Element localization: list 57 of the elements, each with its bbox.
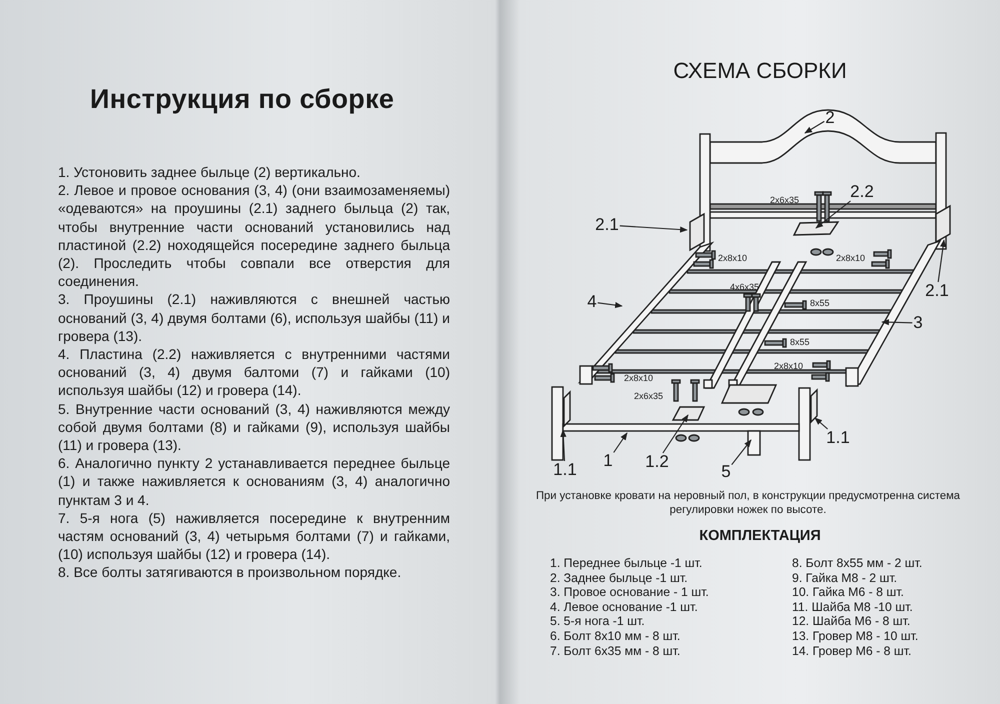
- parts-list-item: 11. Шайба М8 -10 шт.: [792, 600, 914, 614]
- bolt-size-label: 2x6x35: [770, 195, 800, 205]
- instruction-step: 7. 5-я нога (5) наживляется посередине к внутренним частям оснований (3, 4) четырьмя болтами (7) и гайками, (10) используя шайбы (12) и гровера (14).: [58, 508, 450, 564]
- leader-line: [731, 439, 752, 466]
- instruction-step: 6. Аналогично пункту 2 устанавливается переднее быльце (1) и также наживляется к основаниям (3, 4) аналогично пунктам 3 и 4.: [58, 454, 450, 509]
- parts-list-item: 1. Переднее быльце -1 шт.: [550, 556, 704, 571]
- callout-number: 1.2: [644, 453, 670, 471]
- parts-list-item: 13. Гровер М8 - 10 шт.: [792, 628, 920, 644]
- leader-line: [560, 429, 566, 462]
- parts-list-item: 7. Болт 6x35 мм - 8 шт.: [550, 644, 682, 658]
- leader-line: [662, 414, 688, 454]
- instruction-step: 3. Проушины (2.1) наживляются с внешней частью оснований (3, 4) двумя болтами (6), используя шайбы (11) и гровера (13).: [58, 290, 450, 346]
- bolt-size-label: 8x55: [810, 298, 830, 308]
- callout-number: 2.2: [849, 183, 875, 201]
- callout-number: 5: [720, 463, 732, 481]
- instruction-step: 4. Пластина (2.2) наживляется с внутренними частями оснований (3, 4) двумя балтоми (7) и гайками (10) используя шайбы (12) и гровера (14).: [58, 345, 450, 400]
- bolt-size-label: 4x6x35: [730, 282, 760, 292]
- bolt-size-label: 2x8x10: [718, 253, 748, 263]
- parts-list-item: 9. Гайка М8 - 2 шт.: [792, 570, 898, 586]
- leader-line: [815, 200, 851, 228]
- note-text: При установке кровати на неровный пол, в конструкции предусмотренна система регулировки ножек по высоте.: [535, 489, 961, 517]
- parts-list-item: 2. Заднее быльце -1 шт.: [550, 570, 689, 586]
- leader-line: [598, 302, 623, 308]
- leader-line: [804, 120, 825, 134]
- bolt-size-label: 8x55: [790, 337, 810, 347]
- parts-list-item: 5. 5-я нога -1 шт.: [550, 614, 646, 629]
- callout-number: 4: [586, 293, 598, 311]
- parts-list-item: 10. Гайка М6 - 8 шт.: [792, 585, 905, 600]
- callout-number: 2.1: [594, 216, 620, 234]
- bolt-size-label: 2x6x35: [634, 391, 664, 401]
- leader-line: [814, 418, 828, 430]
- bolt-size-label: 2x8x10: [624, 373, 654, 383]
- leader-line: [620, 225, 688, 233]
- callout-number: 1.1: [825, 429, 851, 447]
- leader-line: [613, 432, 628, 453]
- callout-number: 1: [602, 452, 614, 470]
- parts-list-item: 14. Гровер М6 - 8 шт.: [792, 644, 912, 658]
- parts-list-item: 3. Провое основание - 1 шт.: [550, 585, 709, 600]
- parts-list-item: 12. Шайба М6 - 8 шт.: [792, 614, 912, 629]
- parts-list-item: 4. Левое основание -1 шт.: [550, 600, 699, 614]
- section-heading: СХЕМА СБОРКИ: [672, 58, 848, 84]
- callout-number: 1.1: [552, 461, 578, 479]
- bolt-size-label: 2x8x10: [836, 253, 866, 263]
- instruction-step: 1. Устоновить заднее быльце (2) вертикально.: [58, 163, 450, 182]
- callout-number: 2: [824, 109, 836, 127]
- instruction-step: 2. Левое и провое основания (3, 4) (они взаимозаменяемы) «одеваются» на проушины (2.1) заднего быльца (2) так, чтобы внутренние части оснований установились над пластиной (2.2) ноходящейся посередине заднего быльца (2). Проследить чтобы совпали все отверстия для соединения.: [58, 181, 450, 290]
- leader-line: [881, 319, 912, 326]
- instruction-step: 8. Все болты затягиваются в произвольном порядке.: [58, 563, 450, 582]
- parts-list-item: 6. Болт 8x10 мм - 8 шт.: [550, 628, 682, 644]
- instruction-step: 5. Внутренние части оснований (3, 4) наживляются между собой двумя болтами (8) и гайками (9), используя шайбы (11) и гровера (13).: [58, 400, 450, 454]
- callout-number: 2.1: [924, 282, 950, 300]
- page-title: Инструкция по сборке: [90, 84, 394, 115]
- callout-number: 3: [912, 314, 924, 332]
- leader-line: [938, 239, 946, 282]
- section-heading: КОМПЛЕКТАЦИЯ: [698, 528, 822, 544]
- parts-list-item: 8. Болт 8x55 мм - 2 шт.: [792, 556, 922, 571]
- bolt-size-label: 2x8x10: [774, 361, 804, 371]
